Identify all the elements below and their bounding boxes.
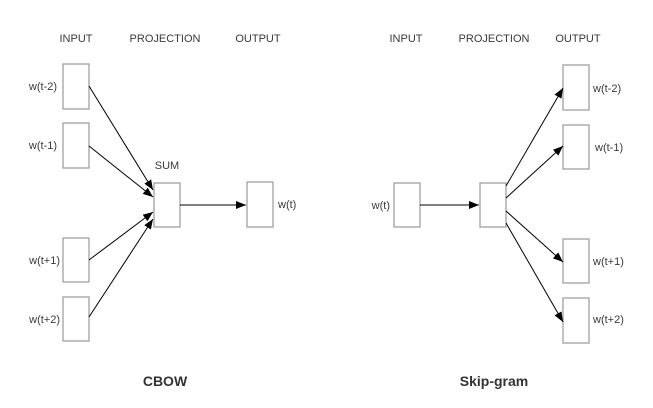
skipgram-input-node — [393, 182, 421, 228]
cbow-output-label: w(t) — [277, 199, 296, 211]
cbow-arrow — [88, 145, 154, 198]
skipgram-input-label: w(t) — [371, 200, 390, 212]
skipgram-header-output: OUTPUT — [555, 33, 601, 45]
skipgram-arrow — [505, 145, 564, 199]
skipgram-projection-node — [479, 182, 507, 228]
skipgram-output-label: w(t+1) — [592, 256, 624, 268]
cbow-input-node — [62, 63, 90, 110]
cbow-title: CBOW — [143, 373, 188, 389]
cbow-input-node — [62, 237, 90, 283]
cbow-input-node — [62, 296, 90, 342]
skipgram-header-projection: PROJECTION — [459, 33, 530, 45]
skipgram-output-node — [562, 64, 590, 111]
skipgram-title: Skip-gram — [460, 373, 528, 389]
skipgram-header-input: INPUT — [390, 33, 423, 45]
cbow-input-label: w(t-2) — [28, 81, 57, 93]
skipgram-output-node — [562, 238, 590, 284]
skipgram-output-label: w(t-2) — [592, 83, 621, 95]
skipgram-arrow — [505, 87, 564, 187]
skipgram-output-label: w(t+2) — [592, 314, 624, 326]
skipgram-output-node — [562, 124, 590, 170]
skipgram-arrow — [505, 222, 564, 323]
cbow-arrow — [88, 85, 154, 191]
cbow-input-node — [62, 122, 90, 169]
cbow-header-projection: PROJECTION — [130, 33, 201, 45]
cbow-input-label: w(t-1) — [28, 140, 57, 152]
cbow-header-output: OUTPUT — [235, 33, 281, 45]
cbow-model: INPUT PROJECTION OUTPUT w(t-2) w(t-1) w(… — [28, 33, 296, 389]
cbow-arrow — [88, 218, 154, 318]
cbow-header-input: INPUT — [60, 33, 93, 45]
skipgram-output-label: w(t-1) — [594, 142, 623, 154]
cbow-projection-node — [153, 182, 181, 228]
cbow-input-label: w(t+1) — [28, 255, 60, 267]
cbow-output-node — [246, 181, 274, 228]
skipgram-output-node — [562, 297, 590, 344]
cbow-arrow — [88, 211, 154, 261]
cbow-sum-label: SUM — [155, 160, 179, 172]
skipgram-model: INPUT PROJECTION OUTPUT w(t) w(t-2) w(t-… — [371, 33, 624, 389]
skipgram-arrow — [505, 210, 564, 263]
cbow-input-label: w(t+2) — [28, 314, 60, 326]
